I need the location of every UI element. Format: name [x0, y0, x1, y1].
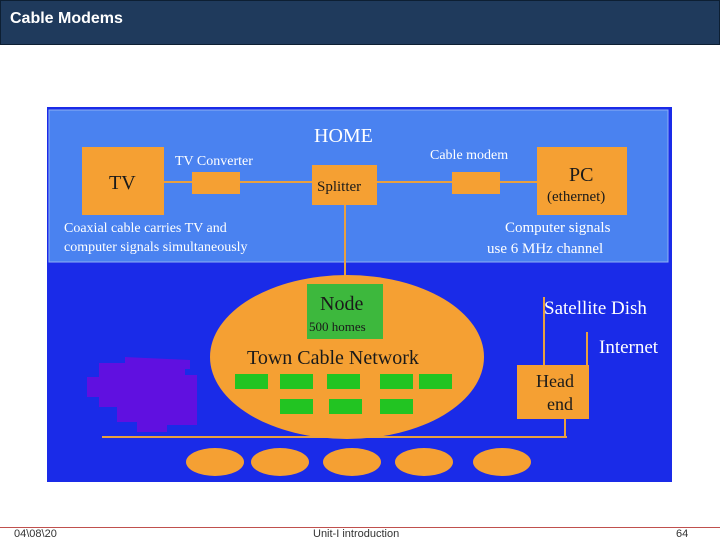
home-markers [235, 374, 452, 414]
home-marker [380, 399, 413, 414]
home-marker [280, 399, 313, 414]
neighborhood-ellipse [473, 448, 531, 476]
computer-signals-line2: use 6 MHz channel [487, 241, 603, 257]
tv-converter-box [192, 172, 240, 194]
splitter-box [312, 165, 377, 205]
home-marker [380, 374, 413, 389]
internet-label: Internet [599, 337, 659, 358]
home-marker [327, 374, 360, 389]
title-bar: Cable Modems [0, 0, 720, 45]
head-end-label-line1: Head [536, 371, 574, 391]
neighborhood-ellipse [323, 448, 381, 476]
neighborhood-ellipse [395, 448, 453, 476]
coax-caption-line1: Coaxial cable carries TV and [64, 221, 227, 236]
home-marker [280, 374, 313, 389]
splitter-label: Splitter [317, 179, 361, 195]
footer-unit-label: Unit-I introduction [313, 528, 400, 540]
pc-box [537, 147, 627, 215]
purple-blob [87, 357, 197, 432]
home-marker [235, 374, 268, 389]
satellite-dish-label: Satellite Dish [544, 298, 647, 319]
cable-network-diagram: TV TV Converter HOME Splitter Cable mode… [47, 107, 672, 482]
node-box [307, 284, 383, 339]
neighborhood-ellipse [251, 448, 309, 476]
home-marker [419, 374, 452, 389]
home-marker [329, 399, 362, 414]
tv-box [82, 147, 164, 215]
node-label: Node [320, 293, 363, 315]
cable-modem-box [452, 172, 500, 194]
pc-sublabel: (ethernet) [547, 189, 605, 205]
computer-signals-line1: Computer signals [505, 220, 611, 236]
town-network-ellipse [210, 275, 484, 439]
node-sublabel: 500 homes [309, 319, 366, 334]
neighborhood-ellipses [186, 448, 531, 476]
cable-modem-label: Cable modem [430, 148, 508, 163]
town-network-label: Town Cable Network [247, 347, 419, 369]
footer-date: 04\08\20 [14, 528, 57, 540]
head-end-box [517, 365, 589, 419]
neighborhood-ellipse [186, 448, 244, 476]
pc-label: PC [569, 164, 593, 186]
coax-caption-line2: computer signals simultaneously [64, 240, 248, 255]
tv-converter-label: TV Converter [175, 154, 253, 169]
home-label: HOME [314, 125, 373, 147]
head-end-label-line2: end [547, 394, 573, 414]
slide-title: Cable Modems [10, 10, 123, 27]
page-number: 64 [676, 528, 689, 540]
tv-label: TV [109, 172, 136, 194]
footer-divider [0, 527, 720, 528]
